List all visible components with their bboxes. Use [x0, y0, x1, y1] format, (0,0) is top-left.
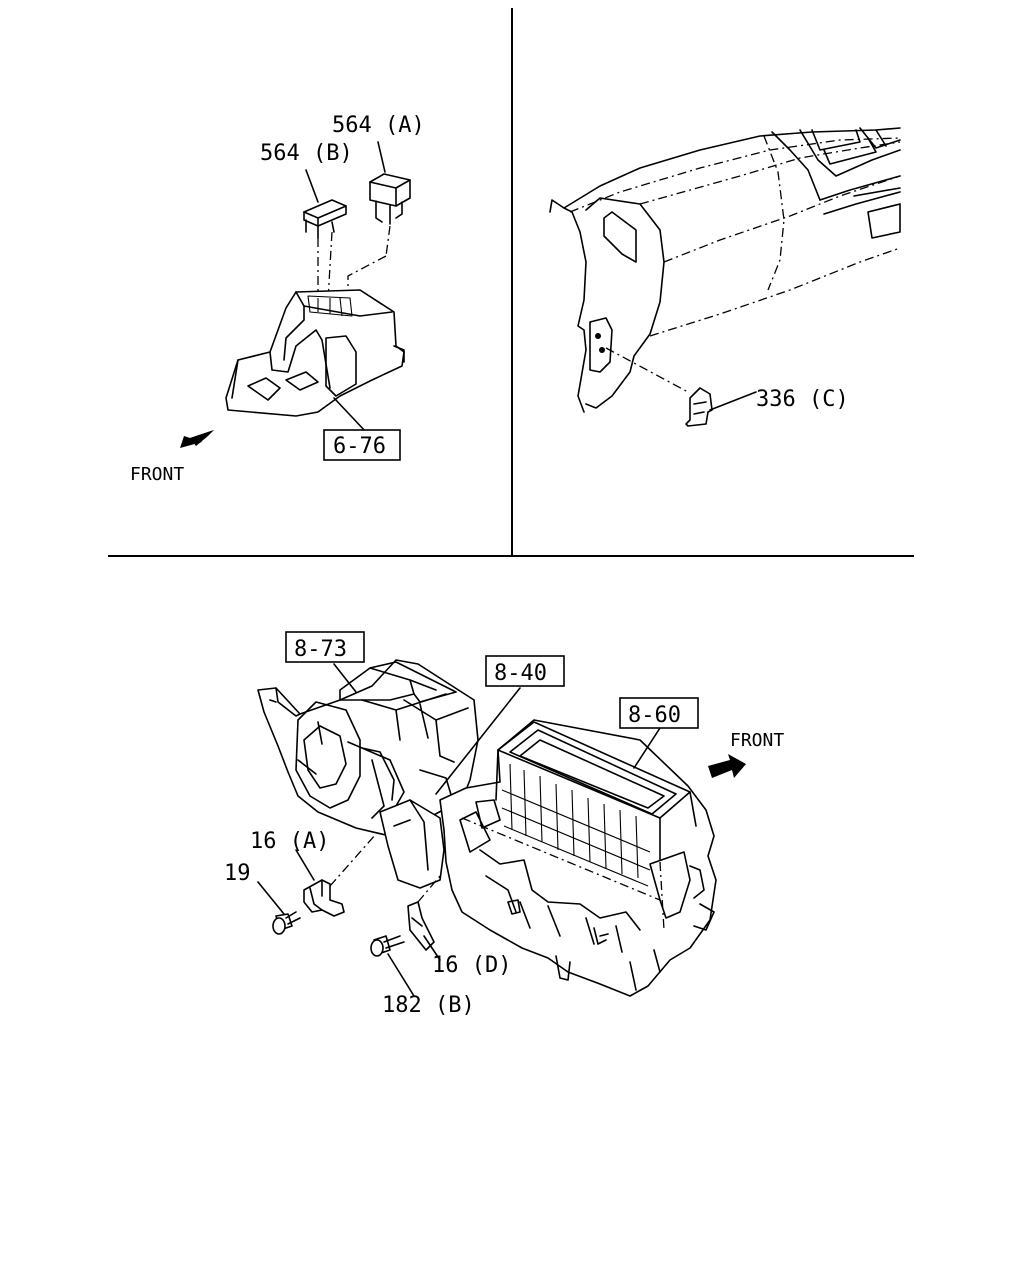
relay-564b-part [303, 169, 347, 239]
label-16d: 16 (D) [432, 953, 511, 978]
screw-182b-part [370, 935, 405, 957]
label-564a: 564 (A) [332, 113, 425, 138]
label-564b: 564 (B) [260, 141, 353, 166]
front-arrow-top-icon [180, 430, 214, 448]
label-336c: 336 (C) [756, 387, 849, 412]
bolt-19-part [272, 911, 301, 935]
label-front-top: FRONT [130, 464, 184, 485]
bracket-336c-part [685, 387, 713, 427]
label-ref-8-73: 8-73 [294, 637, 347, 662]
ref-8-60-box [619, 697, 699, 729]
bracket-16a-part [303, 833, 377, 917]
ref-6-76-box [323, 429, 401, 461]
label-ref-8-60: 8-60 [628, 703, 681, 728]
dashboard-drawing [549, 127, 901, 427]
label-front-bottom: FRONT [730, 730, 784, 751]
heater-unit-drawing [257, 659, 717, 997]
label-19: 19 [224, 861, 251, 886]
ref-8-73-box [285, 631, 365, 663]
label-ref-6-76: 6-76 [333, 434, 386, 459]
console-body [225, 289, 405, 417]
front-arrow-bottom-icon [708, 754, 746, 778]
console-assembly-drawing [225, 141, 411, 433]
label-ref-8-40: 8-40 [494, 661, 547, 686]
relay-564a-part [369, 141, 411, 225]
label-16a: 16 (A) [250, 829, 329, 854]
label-182b: 182 (B) [382, 993, 475, 1018]
ref-8-40-box [485, 655, 565, 687]
